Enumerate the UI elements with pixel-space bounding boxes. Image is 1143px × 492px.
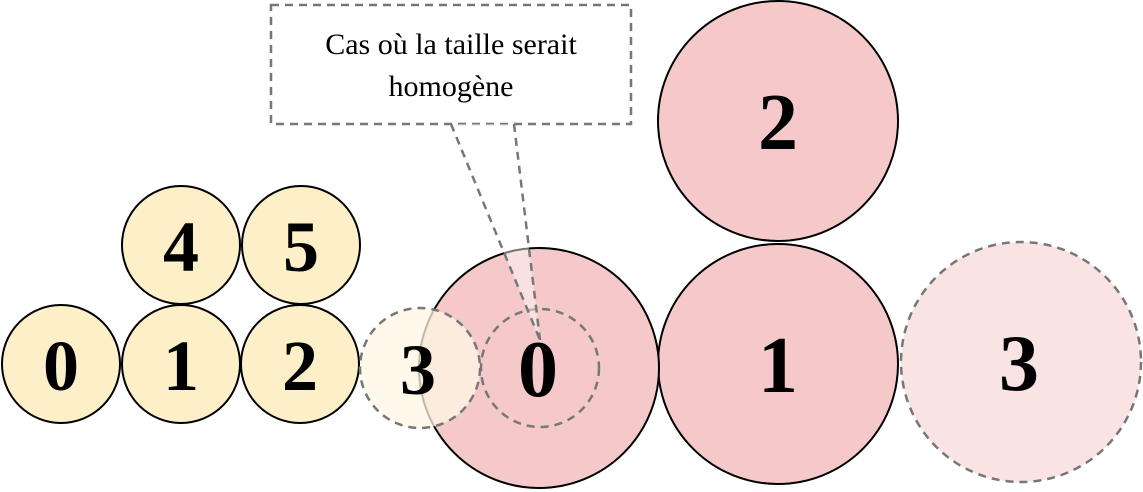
callout-line-1: Cas où la taille serait <box>325 28 577 61</box>
homogeneous-size-circle <box>479 307 601 429</box>
callout-line-2: homogène <box>389 70 514 103</box>
callout-box <box>269 3 633 126</box>
small-circle-5 <box>241 185 361 305</box>
small-circle-2 <box>240 304 360 424</box>
small-circle-4-label: 4 <box>163 207 199 287</box>
small-circle-0-label: 0 <box>43 326 79 406</box>
large-circle-3-ghost-label: 3 <box>999 320 1039 408</box>
callout-pointer-left-edge <box>449 123 542 341</box>
large-circle-0-label: 0 <box>518 326 558 414</box>
small-circle-5-label: 5 <box>283 207 319 287</box>
small-circle-2-label: 2 <box>282 326 318 406</box>
small-circle-0 <box>1 304 121 424</box>
large-circle-2-label: 2 <box>758 79 798 167</box>
small-circle-4 <box>121 185 241 305</box>
large-circle-1-label: 1 <box>758 322 798 410</box>
large-circle-2 <box>657 0 899 242</box>
small-circle-1-label: 1 <box>163 326 199 406</box>
large-circle-3-ghost <box>899 240 1143 484</box>
small-circle-3-ghost-label: 3 <box>400 330 436 410</box>
